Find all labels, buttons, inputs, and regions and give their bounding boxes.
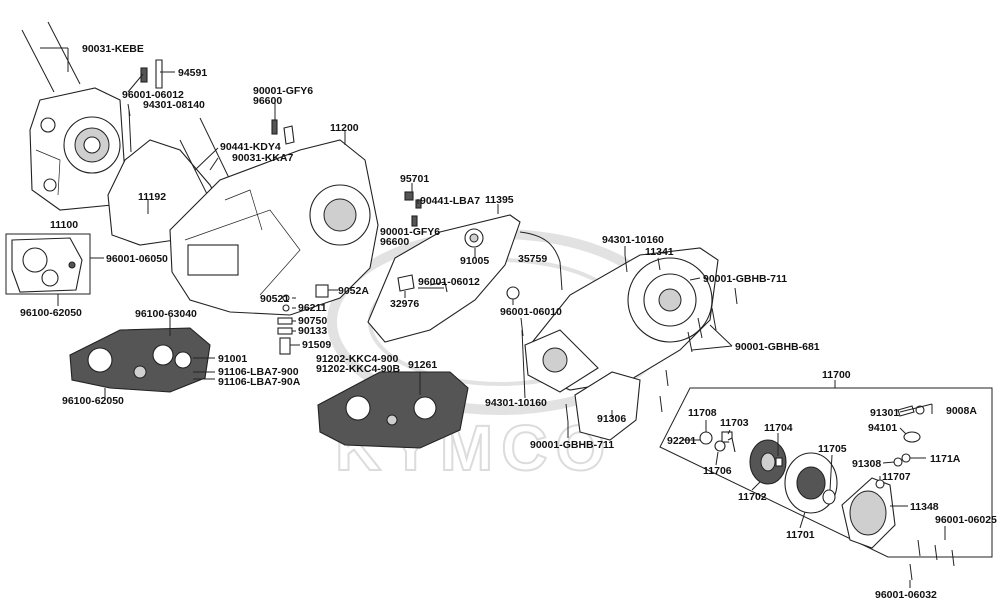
label-91308: 91308 — [852, 458, 881, 470]
gear-case-box — [5, 233, 91, 295]
label-91261: 91261 — [408, 359, 437, 371]
label-96001-06050: 96001-06050 — [106, 253, 168, 265]
label-95701: 95701 — [400, 173, 429, 185]
label-96001-06012-b: 96001-06012 — [418, 276, 480, 288]
label-35759: 35759 — [518, 253, 547, 265]
sensor-96001-06010 — [506, 286, 520, 300]
label-90750: 90750 — [298, 315, 327, 327]
label-91001: 91001 — [218, 353, 247, 365]
leader-lines — [40, 47, 946, 588]
label-11707: 11707 — [882, 471, 911, 483]
clip-96001-06012 — [429, 281, 448, 293]
label-90031-kka7: 90031-KKA7 — [232, 152, 293, 164]
label-11200: 11200 — [330, 122, 359, 134]
label-91509: 91509 — [302, 339, 331, 351]
label-11395: 11395 — [485, 194, 514, 206]
recoil-starter-box — [659, 387, 993, 558]
label-9052a: 9052A — [338, 285, 369, 297]
right-cover-11341 — [524, 247, 719, 393]
bearing-91005 — [464, 228, 484, 248]
label-11700: 11700 — [822, 369, 851, 381]
label-96100-62050-b: 96100-62050 — [62, 395, 124, 407]
gasket-11395 — [367, 214, 521, 343]
label-96100-63040: 96100-63040 — [135, 308, 197, 320]
label-90001-gbhb-711-a: 90001-GBHB-711 — [703, 273, 787, 285]
gasket-91306 — [574, 371, 641, 441]
label-11702: 11702 — [738, 491, 767, 503]
recoil-starter-parts — [699, 405, 925, 549]
label-90001-gbhb-711-b: 90001-GBHB-711 — [530, 439, 614, 451]
bolts-bottom-right — [909, 539, 955, 581]
label-11701: 11701 — [786, 529, 815, 541]
label-11704: 11704 — [764, 422, 793, 434]
label-11341: 11341 — [645, 246, 674, 258]
label-92201: 92201 — [667, 435, 696, 447]
label-96600-a: 96600 — [253, 95, 282, 107]
small-parts-9052a — [277, 284, 329, 355]
label-96001-06025: 96001-06025 — [935, 514, 997, 526]
label-91202-kkc4-900: 91202-KKC4-900 — [316, 353, 398, 365]
label-91106-lba7-900: 91106-LBA7-900 — [218, 366, 299, 378]
cover-bolts — [520, 254, 738, 423]
label-96001-06010: 96001-06010 — [500, 306, 562, 318]
label-11706: 11706 — [703, 465, 732, 477]
label-90001-gfy6-b: 90001-GFY6 — [380, 226, 440, 238]
label-1171a: 1171A — [930, 453, 961, 465]
label-11705: 11705 — [818, 443, 847, 455]
label-90521: 90521 — [260, 293, 289, 305]
transmission-case-91001 — [69, 327, 211, 393]
small-bolts-top — [128, 59, 163, 153]
label-94301-10160-b: 94301-10160 — [485, 397, 547, 409]
label-11348: 11348 — [910, 501, 939, 513]
stud-bolts-kebe — [21, 21, 81, 93]
bolts-95701 — [404, 191, 422, 227]
label-96001-06032: 96001-06032 — [875, 589, 937, 601]
label-9008a: 9008A — [946, 405, 977, 417]
label-91106-lba7-90a: 91106-LBA7-90A — [218, 376, 301, 388]
label-90031-kebe: 90031-KEBE — [82, 43, 144, 55]
crankcase-main-11200 — [169, 139, 379, 316]
label-96211: 96211 — [298, 302, 327, 314]
label-11192: 11192 — [138, 191, 166, 203]
label-11703: 11703 — [720, 417, 749, 429]
part-labels: 90031-KEBE 94591 96001-06012 94301-08140… — [20, 43, 997, 601]
label-94591: 94591 — [178, 67, 207, 79]
label-11100: 11100 — [50, 219, 78, 231]
label-96600-b: 96600 — [380, 236, 409, 248]
label-96100-62050-a: 96100-62050 — [20, 307, 82, 319]
label-90441-lba7: 90441-LBA7 — [420, 195, 480, 207]
label-91202-kkc4-90b: 91202-KKC4-90B — [316, 363, 400, 375]
label-91005: 91005 — [460, 255, 489, 267]
label-90001-gfy6-a: 90001-GFY6 — [253, 85, 313, 97]
crankcase-left-11100 — [29, 87, 126, 211]
label-11708: 11708 — [688, 407, 717, 419]
hose-35759 — [519, 231, 563, 291]
label-91301: 91301 — [870, 407, 899, 419]
label-96001-06012-a: 96001-06012 — [122, 89, 184, 101]
label-94101: 94101 — [868, 422, 897, 434]
label-94301-08140: 94301-08140 — [143, 99, 205, 111]
gear-case-91202 — [317, 371, 469, 449]
label-90001-gbhb-681: 90001-GBHB-681 — [735, 341, 820, 353]
label-90441-kdy4: 90441-KDY4 — [220, 141, 281, 153]
label-90133: 90133 — [298, 325, 327, 337]
label-32976: 32976 — [390, 298, 419, 310]
label-94301-10160-a: 94301-10160 — [602, 234, 664, 246]
bracket-32976 — [397, 274, 415, 292]
label-91306: 91306 — [597, 413, 626, 425]
bolt-clip-gfy6 — [271, 119, 295, 145]
